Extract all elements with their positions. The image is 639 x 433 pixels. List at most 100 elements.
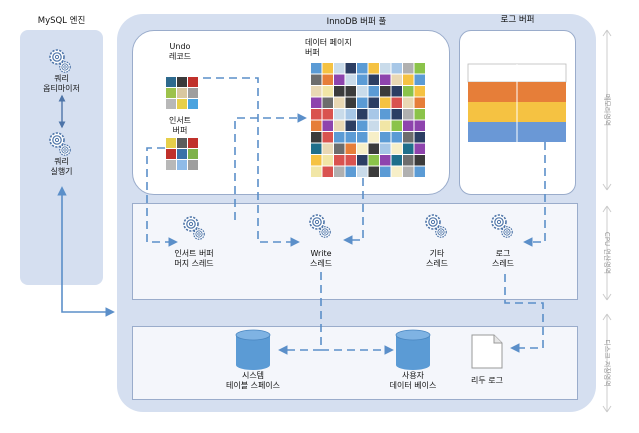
data-page-cell — [403, 132, 414, 143]
data-page-cell — [357, 109, 368, 120]
log-buffer-stack-icon — [467, 63, 567, 142]
data-page-cell — [403, 109, 414, 120]
data-page-cell — [380, 86, 391, 97]
data-page-cell — [322, 120, 333, 131]
data-page-cell — [311, 109, 322, 120]
data-page-cell — [322, 63, 333, 74]
data-page-cell — [357, 155, 368, 166]
insert-buffer-grid-icon — [166, 138, 198, 170]
data-page-cell — [391, 166, 402, 177]
data-page-cell — [414, 63, 425, 74]
data-page-cell — [414, 109, 425, 120]
log-thread-to-redo-log-arrow — [504, 274, 544, 353]
data-page-cell — [357, 132, 368, 143]
insert-merge-thread-gear-icon — [184, 217, 204, 239]
data-page-cell — [345, 109, 356, 120]
data-page-cell — [380, 63, 391, 74]
data-page-cell — [368, 120, 379, 131]
executor-to-innodb-arrow — [57, 186, 115, 317]
data-page-cell — [403, 120, 414, 131]
data-page-cell — [403, 97, 414, 108]
data-page-cell — [414, 132, 425, 143]
data-page-cell — [380, 120, 391, 131]
data-page-cell — [357, 143, 368, 154]
query-executor-gear-icon — [50, 133, 70, 155]
data-page-cell — [334, 120, 345, 131]
system-tablespace-cylinder-icon — [235, 329, 271, 370]
redo-log-document-icon — [471, 334, 503, 369]
data-page-cell — [391, 143, 402, 154]
data-page-buffer-grid-icon — [311, 63, 425, 177]
memory-area-bracket — [602, 29, 612, 191]
data-page-cell — [345, 86, 356, 97]
data-page-cell — [345, 132, 356, 143]
data-page-cell — [403, 155, 414, 166]
log-buffer-to-log-thread-arrow — [523, 142, 546, 247]
write-thread-gear-icon — [310, 215, 330, 237]
undo-record-grid-icon — [166, 77, 198, 109]
data-page-cell — [368, 109, 379, 120]
data-page-cell — [357, 74, 368, 85]
data-page-cell — [311, 74, 322, 85]
data-page-cell — [357, 120, 368, 131]
data-page-cell — [345, 63, 356, 74]
data-page-cell — [414, 86, 425, 97]
data-page-cell — [334, 86, 345, 97]
data-page-cell — [391, 155, 402, 166]
memory-area-side-label: 메모리영역 — [603, 93, 611, 127]
data-page-cell — [368, 86, 379, 97]
insert-buffer-to-data-page-arrow — [234, 113, 307, 220]
data-page-cell — [403, 86, 414, 97]
data-page-cell — [380, 132, 391, 143]
data-page-cell — [391, 74, 402, 85]
data-page-cell — [311, 97, 322, 108]
data-page-cell — [311, 166, 322, 177]
data-page-cell — [345, 120, 356, 131]
data-page-cell — [334, 97, 345, 108]
data-page-cell — [322, 97, 333, 108]
data-page-cell — [391, 63, 402, 74]
log-thread-gear-icon — [492, 215, 512, 237]
data-page-cell — [322, 109, 333, 120]
data-page-cell — [403, 143, 414, 154]
insert-buffer-to-merge-thread-arrow — [146, 147, 178, 247]
data-page-cell — [391, 120, 402, 131]
data-page-cell — [368, 74, 379, 85]
disk-area — [132, 326, 578, 400]
cpu-area-bracket — [602, 205, 612, 301]
data-page-cell — [311, 120, 322, 131]
redo-log-label: 리두 로그 — [471, 376, 503, 385]
data-page-cell — [311, 63, 322, 74]
data-page-cell — [368, 155, 379, 166]
data-page-cell — [403, 166, 414, 177]
data-page-cell — [368, 143, 379, 154]
data-page-to-write-arrow — [343, 178, 364, 245]
data-page-cell — [391, 132, 402, 143]
data-page-cell — [334, 74, 345, 85]
data-page-cell — [334, 132, 345, 143]
data-page-cell — [357, 166, 368, 177]
data-page-cell — [380, 143, 391, 154]
disk-area-bracket — [602, 313, 612, 413]
data-page-cell — [414, 143, 425, 154]
user-database-cylinder-icon — [395, 329, 431, 370]
data-page-cell — [322, 143, 333, 154]
data-page-cell — [403, 63, 414, 74]
data-page-cell — [414, 166, 425, 177]
data-page-cell — [311, 155, 322, 166]
mysql-engine-title: MySQL 엔진 — [37, 16, 86, 26]
data-page-cell — [334, 166, 345, 177]
data-page-cell — [368, 97, 379, 108]
data-page-cell — [322, 74, 333, 85]
log-buffer-title: 로그 버퍼 — [500, 15, 535, 25]
data-page-cell — [368, 166, 379, 177]
cpu-area-side-label: CPU 연산영역 — [603, 231, 611, 275]
